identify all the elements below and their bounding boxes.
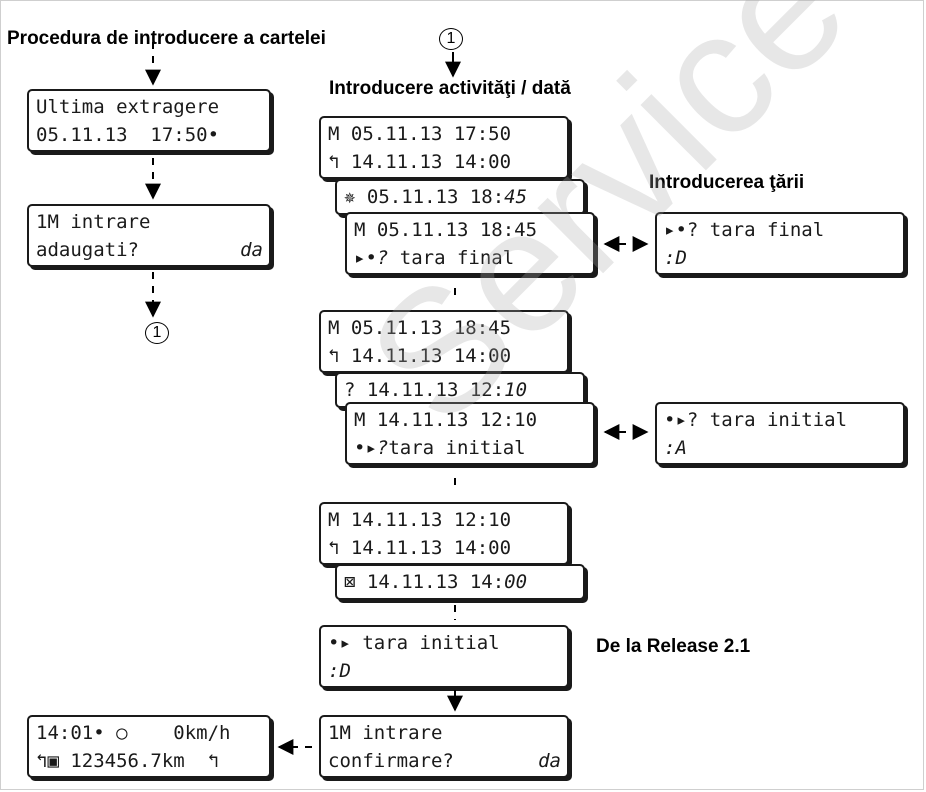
display-line: •▸? tara initial xyxy=(664,409,848,431)
display-line: M 14.11.13 12:10 xyxy=(354,409,538,431)
confirm-entry-display: 1M intrare confirmare? da xyxy=(319,715,569,778)
activity-display-b: ✵ 05.11.13 18:45 xyxy=(335,179,585,215)
country-icon: ▸•? xyxy=(354,247,389,269)
time-minutes: 45 xyxy=(504,186,528,208)
last-extract-display: Ultima extragere 05.11.13 17:50• xyxy=(27,89,271,152)
reference-marker-bottom: 1 xyxy=(145,322,169,344)
activity-display-a3: M 14.11.13 12:10 ↰ 14.11.13 14:00 xyxy=(319,502,569,565)
display-line: 05.11.13 17:50• xyxy=(36,124,220,146)
activity-display-c: M 05.11.13 18:45 ▸•? tara final xyxy=(345,212,595,275)
release-initial-display: •▸ tara initial :D xyxy=(319,625,569,688)
yes-option: da xyxy=(538,750,561,772)
display-line: confirmare? da xyxy=(328,747,561,775)
activity-display-a2: M 05.11.13 18:45 ↰ 14.11.13 14:00 xyxy=(319,310,569,373)
time-prefix: ? 14.11.13 12: xyxy=(344,379,505,401)
reference-marker-top: 1 xyxy=(439,28,463,50)
display-line: •▸ tara initial xyxy=(328,632,500,654)
time-minutes: 10 xyxy=(504,379,528,401)
display-line: ⊠ 14.11.13 14:00 xyxy=(344,568,577,596)
prompt-text: confirmare? xyxy=(328,750,454,772)
display-line: ▸•? tara final xyxy=(354,244,587,272)
country-prompt: tara final xyxy=(388,247,515,269)
yes-option: da xyxy=(240,239,263,261)
country-prompt: tara initial xyxy=(388,437,526,459)
time-prefix: ⊠ 14.11.13 14: xyxy=(344,571,505,593)
display-line: M 05.11.13 17:50 xyxy=(328,123,512,145)
display-line: 1M intrare xyxy=(36,211,151,233)
country-initial-display: •▸? tara initial :A xyxy=(655,402,905,465)
release-heading: De la Release 2.1 xyxy=(596,636,751,657)
display-line: 14:01• ○ 0km/h xyxy=(36,722,231,744)
display-line: :D xyxy=(328,660,351,682)
display-line: M 05.11.13 18:45 xyxy=(354,219,538,241)
display-line: ▸•? tara final xyxy=(664,219,825,241)
time-prefix: ✵ 05.11.13 18: xyxy=(344,186,505,208)
display-line: ↰ 14.11.13 14:00 xyxy=(328,345,512,367)
activity-display-b3: ⊠ 14.11.13 14:00 xyxy=(335,564,585,600)
entry-heading: Introducere activităţi / dată xyxy=(329,78,571,99)
display-line: ↰▣ 123456.7km ↰ xyxy=(36,750,220,772)
display-line: Ultima extragere xyxy=(36,96,220,118)
country-icon: •▸? xyxy=(354,437,389,459)
country-final-display: ▸•? tara final :D xyxy=(655,212,905,275)
country-heading: Introducerea ţării xyxy=(649,172,805,193)
display-line: adaugati? da xyxy=(36,236,263,264)
prompt-text: adaugati? xyxy=(36,239,139,261)
activity-display-a: M 05.11.13 17:50 ↰ 14.11.13 14:00 xyxy=(319,116,569,179)
standard-display: 14:01• ○ 0km/h ↰▣ 123456.7km ↰ xyxy=(27,715,271,778)
display-line: ✵ 05.11.13 18:45 xyxy=(344,183,577,211)
display-line: :A xyxy=(664,437,687,459)
add-entry-display: 1M intrare adaugati? da xyxy=(27,204,271,267)
display-line: ↰ 14.11.13 14:00 xyxy=(328,151,512,173)
display-line: ? 14.11.13 12:10 xyxy=(344,376,577,404)
activity-display-c2: M 14.11.13 12:10 •▸?tara initial xyxy=(345,402,595,465)
time-minutes: 00 xyxy=(504,571,528,593)
display-line: ↰ 14.11.13 14:00 xyxy=(328,537,512,559)
display-line: M 05.11.13 18:45 xyxy=(328,317,512,339)
display-line: •▸?tara initial xyxy=(354,434,587,462)
procedure-heading: Procedura de introducere a cartelei xyxy=(7,28,326,49)
display-line: M 14.11.13 12:10 xyxy=(328,509,512,531)
display-line: 1M intrare xyxy=(328,722,443,744)
display-line: :D xyxy=(664,247,687,269)
